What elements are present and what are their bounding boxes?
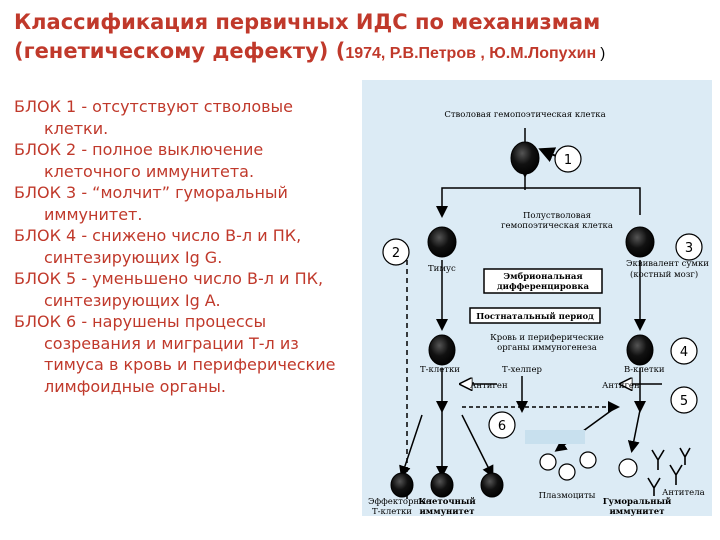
- block-label: БЛОК 6: [14, 312, 77, 331]
- marker-1-label: 1: [564, 153, 572, 168]
- block-text: - уменьшено число В-л и ПК, синтезирующи…: [44, 269, 324, 310]
- plasma-cell-icon: [579, 451, 597, 469]
- blood-label-1: Кровь и периферические: [490, 333, 604, 343]
- effector-cell-right-icon: [480, 472, 504, 498]
- stem-cell-label: Стволовая гемопоэтическая клетка: [444, 110, 605, 120]
- block-item: БЛОК 4 - снижено число В-л и ПК, синтези…: [14, 225, 354, 268]
- effector-label-2: Т-клетки: [372, 507, 412, 516]
- block-item: БЛОК 1 - отсутствуют стволовые клетки.: [14, 96, 354, 139]
- thymus-label: Тимус: [428, 264, 456, 274]
- humoral-label-1: Гуморальный: [603, 496, 672, 507]
- semi-stem-label-2: гемопоэтическая клетка: [501, 221, 613, 231]
- marker-2: [382, 238, 410, 266]
- block-text: - полное выключение клеточного иммунитет…: [44, 140, 264, 181]
- marker-1: [554, 145, 582, 173]
- marker-6-highlight: [525, 430, 585, 444]
- plasma-cell-icon: [558, 463, 576, 481]
- block-text: - снижено число В-л и ПК, синтезирующих …: [44, 226, 302, 267]
- block-item: БЛОК 5 - уменьшено число В-л и ПК, синте…: [14, 268, 354, 311]
- block-item: БЛОК 6 - нарушены процессы созревания и …: [14, 311, 354, 397]
- block-label: БЛОК 1: [14, 97, 77, 116]
- slide-title: Классификация первичных ИДС по механизма…: [14, 8, 714, 69]
- humoral-label-2: иммунитет: [610, 507, 665, 516]
- block-list: БЛОК 1 - отсутствуют стволовые клетки. Б…: [14, 96, 354, 397]
- effector-cell-mid-icon: [430, 472, 454, 498]
- marker-5-label: 5: [680, 394, 688, 409]
- immunogenesis-diagram: Стволовая гемопоэтическая клетка Полуств…: [362, 80, 712, 517]
- marker-3: [675, 233, 703, 261]
- block-label: БЛОК 4: [14, 226, 77, 245]
- semi-stem-cell-right-icon: [625, 226, 655, 258]
- marker-6: [488, 411, 516, 439]
- t-cells-label: Т-клетки: [420, 365, 460, 375]
- t-helper-label: Т-хелпер: [502, 365, 542, 375]
- plasma-label: Плазмоциты: [539, 491, 596, 501]
- effector-label-1: Эффекторные: [368, 497, 431, 507]
- title-line-2-text: (генетическому дефекту) (: [14, 39, 346, 63]
- plasma-cell-icon: [539, 453, 557, 471]
- block-item: БЛОК 2 - полное выключение клеточного им…: [14, 139, 354, 182]
- block-text: - нарушены процессы созревания и миграци…: [44, 312, 336, 396]
- block-text: - отсутствуют стволовые клетки.: [44, 97, 294, 138]
- t-cell-icon: [428, 334, 456, 366]
- semi-stem-cell-left-icon: [427, 226, 457, 258]
- antibody-icon: [647, 447, 691, 496]
- title-citation-close: ): [596, 45, 606, 62]
- block-text: - “молчит” гуморальный иммунитет.: [44, 183, 288, 224]
- block-label: БЛОК 3: [14, 183, 77, 202]
- antigen-right-label: Антиген: [602, 381, 640, 391]
- bursa-label-1: Эквивалент сумки: [626, 259, 709, 269]
- marker-4-label: 4: [680, 345, 688, 360]
- marker-2-label: 2: [392, 246, 400, 261]
- b-cells-label: В-клетки: [624, 365, 665, 375]
- semi-stem-label-1: Полустволовая: [523, 211, 591, 221]
- cell-immunity-label-1: Клеточный: [418, 496, 476, 507]
- effector-cell-left-icon: [390, 472, 414, 498]
- diagram-svg: Стволовая гемопоэтическая клетка Полуств…: [368, 110, 709, 517]
- bursa-label-2: (костный мозг): [630, 269, 698, 280]
- block-label: БЛОК 5: [14, 269, 77, 288]
- block-label: БЛОК 2: [14, 140, 77, 159]
- embryonic-label-1: Эмбриональная: [503, 271, 582, 282]
- postnatal-box: [469, 307, 601, 324]
- postnatal-label: Постнатальный период: [476, 311, 594, 322]
- marker-3-label: 3: [685, 241, 693, 256]
- marker-5: [670, 386, 698, 414]
- antigen-left-label: Антиген: [470, 381, 508, 391]
- marker-4: [670, 337, 698, 365]
- antibody-label: Антитела: [662, 488, 705, 498]
- marker-6-label: 6: [498, 419, 506, 434]
- title-line-1: Классификация первичных ИДС по механизма…: [14, 10, 601, 34]
- plasma-cell-icon: [618, 458, 638, 478]
- embryonic-box: [483, 268, 603, 294]
- title-citation: 1974, Р.В.Петров , Ю.М.Лопухин: [345, 45, 597, 62]
- title-line-2: (генетическому дефекту) (1974, Р.В.Петро…: [14, 36, 714, 69]
- block-item: БЛОК 3 - “молчит” гуморальный иммунитет.: [14, 182, 354, 225]
- embryonic-label-2: дифференцировка: [497, 282, 590, 292]
- blood-label-2: органы иммуногенеза: [497, 343, 597, 353]
- cell-immunity-label-2: иммунитет: [420, 507, 475, 516]
- stem-cell-icon: [510, 141, 540, 175]
- b-cell-icon: [626, 334, 654, 366]
